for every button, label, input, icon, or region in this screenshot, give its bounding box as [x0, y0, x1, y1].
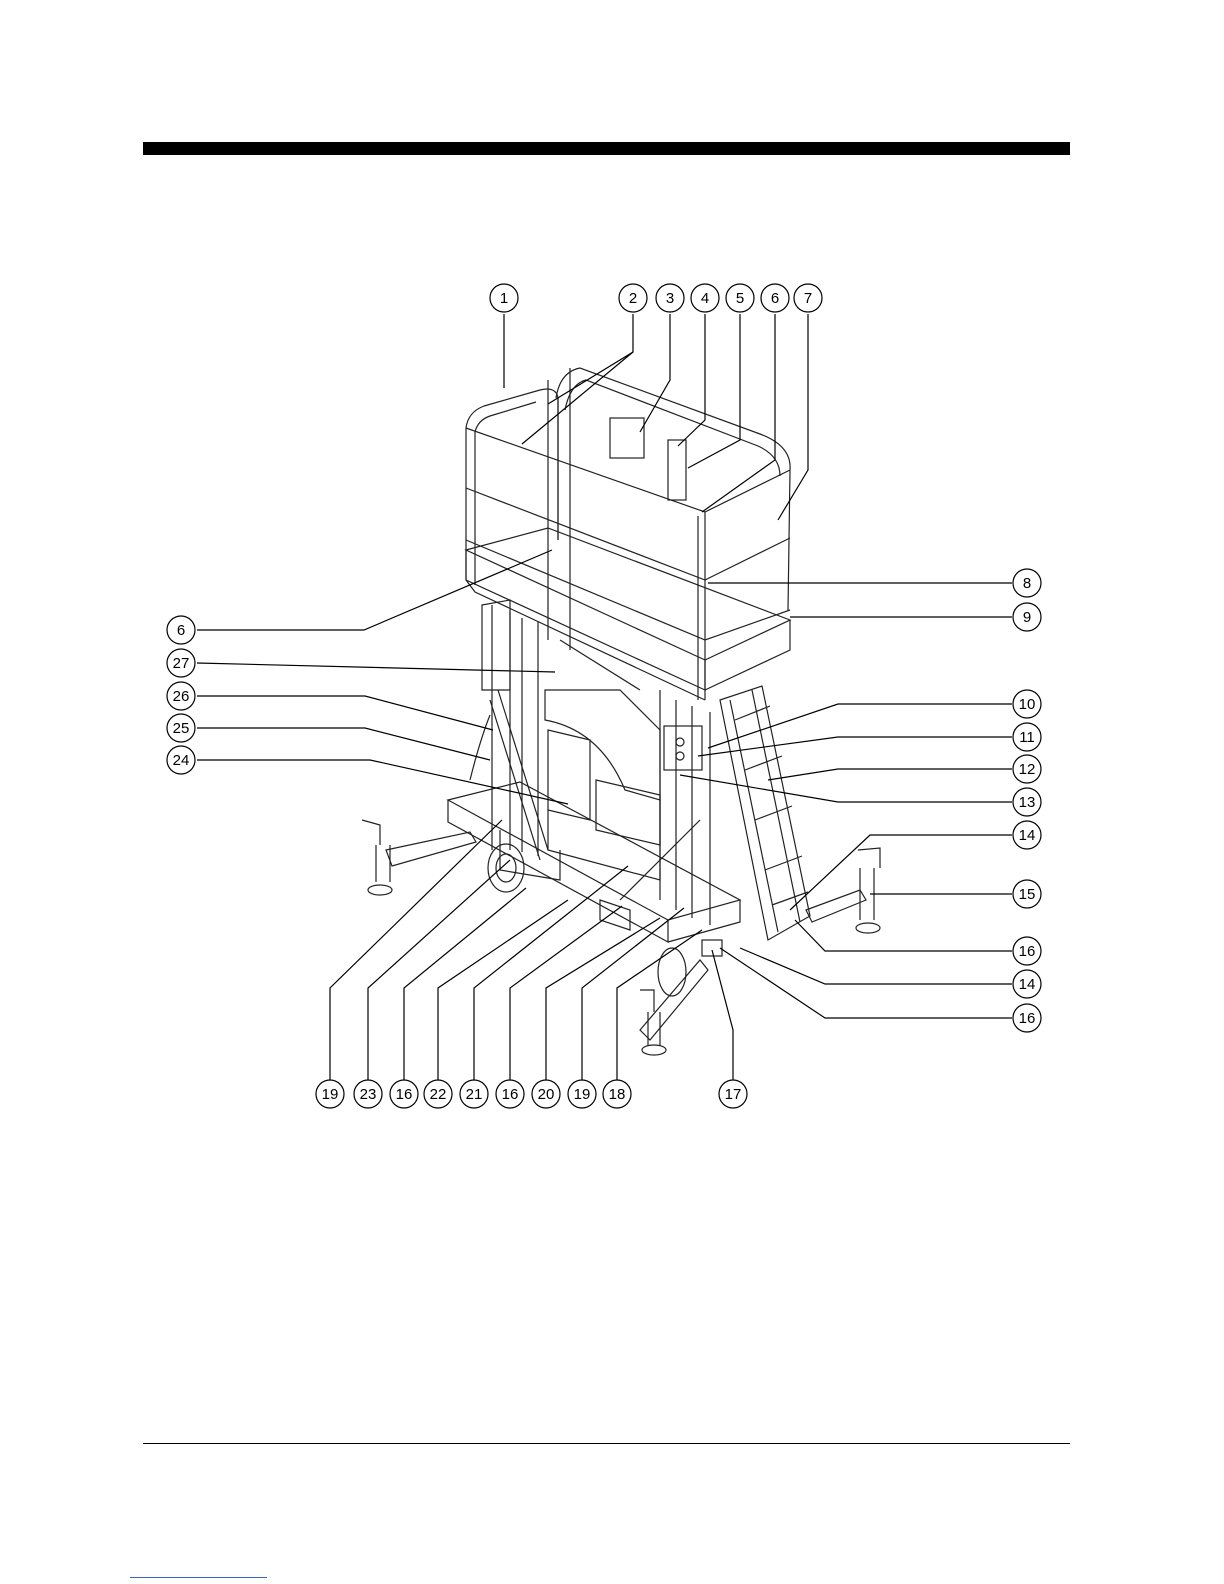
svg-text:19: 19: [322, 1086, 339, 1103]
svg-text:5: 5: [736, 290, 744, 307]
callout-6-left: 6: [167, 616, 195, 644]
callout-14-upper: 14: [1013, 821, 1041, 849]
svg-text:6: 6: [771, 290, 779, 307]
callout-13: 13: [1013, 788, 1041, 816]
callout-17: 17: [719, 1080, 747, 1108]
svg-text:20: 20: [538, 1086, 555, 1103]
callout-6-top: 6: [761, 284, 789, 312]
callout-9: 9: [1013, 603, 1041, 631]
callout-22: 22: [424, 1080, 452, 1108]
svg-text:21: 21: [466, 1086, 483, 1103]
callout-16-bottom-b: 16: [496, 1080, 524, 1108]
footer-rule: [143, 1443, 1070, 1444]
callout-21: 21: [460, 1080, 488, 1108]
svg-text:15: 15: [1019, 886, 1036, 903]
svg-text:16: 16: [396, 1086, 413, 1103]
svg-text:22: 22: [430, 1086, 447, 1103]
svg-text:1: 1: [500, 290, 508, 307]
svg-text:19: 19: [574, 1086, 591, 1103]
callout-11: 11: [1013, 723, 1041, 751]
callout-5: 5: [726, 284, 754, 312]
svg-text:3: 3: [666, 290, 674, 307]
callout-16-bottom-a: 16: [390, 1080, 418, 1108]
svg-text:25: 25: [173, 720, 190, 737]
leader-lines: [197, 314, 1012, 1080]
callout-2: 2: [619, 284, 647, 312]
callout-1: 1: [490, 284, 518, 312]
machine-drawing: [362, 368, 880, 1055]
svg-text:14: 14: [1019, 976, 1036, 993]
svg-text:17: 17: [725, 1086, 742, 1103]
callout-15: 15: [1013, 880, 1041, 908]
svg-text:6: 6: [177, 622, 185, 639]
callout-19-right: 19: [568, 1080, 596, 1108]
svg-text:16: 16: [1019, 943, 1036, 960]
svg-text:27: 27: [173, 655, 190, 672]
callout-25: 25: [167, 714, 195, 742]
svg-text:12: 12: [1019, 761, 1036, 778]
svg-text:9: 9: [1023, 609, 1031, 626]
callout-14-lower: 14: [1013, 970, 1041, 998]
svg-text:13: 13: [1019, 794, 1036, 811]
callout-10: 10: [1013, 690, 1041, 718]
callout-7: 7: [794, 284, 822, 312]
callout-23: 23: [354, 1080, 382, 1108]
callout-27: 27: [167, 649, 195, 677]
callout-18: 18: [603, 1080, 631, 1108]
svg-text:14: 14: [1019, 827, 1036, 844]
svg-text:4: 4: [701, 290, 709, 307]
svg-text:8: 8: [1023, 575, 1031, 592]
svg-text:26: 26: [173, 688, 190, 705]
svg-text:24: 24: [173, 752, 190, 769]
callout-26: 26: [167, 682, 195, 710]
svg-text:16: 16: [502, 1086, 519, 1103]
callout-24: 24: [167, 746, 195, 774]
callout-20: 20: [532, 1080, 560, 1108]
svg-text:7: 7: [804, 290, 812, 307]
svg-text:23: 23: [360, 1086, 377, 1103]
svg-text:10: 10: [1019, 696, 1036, 713]
footer-link-underline[interactable]: [130, 1577, 267, 1578]
callout-3: 3: [656, 284, 684, 312]
callout-16-upper: 16: [1013, 937, 1041, 965]
svg-text:16: 16: [1019, 1010, 1036, 1027]
svg-text:11: 11: [1019, 729, 1035, 746]
callout-12: 12: [1013, 755, 1041, 783]
svg-text:2: 2: [629, 290, 637, 307]
callout-19-left: 19: [316, 1080, 344, 1108]
callout-8: 8: [1013, 569, 1041, 597]
callout-16-lower: 16: [1013, 1004, 1041, 1032]
callout-4: 4: [691, 284, 719, 312]
svg-text:18: 18: [609, 1086, 626, 1103]
